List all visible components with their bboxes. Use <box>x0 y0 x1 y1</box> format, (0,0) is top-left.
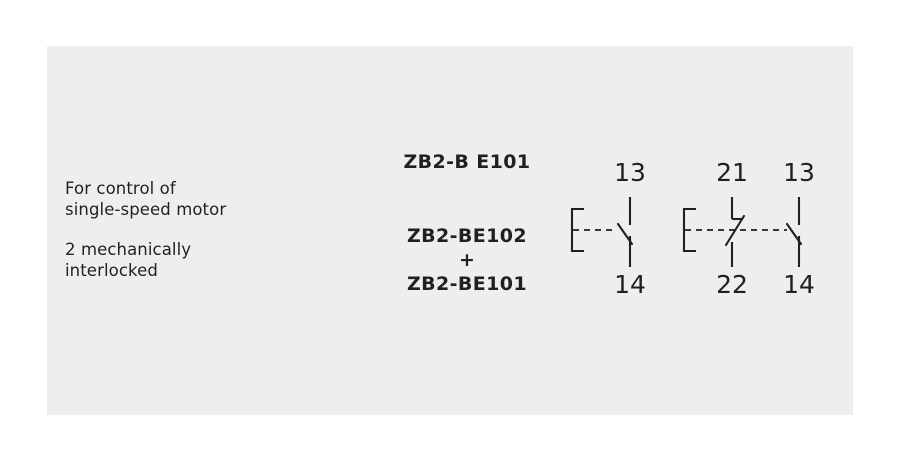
terminal-label-22: 22 <box>716 270 748 299</box>
terminal-label-14: 14 <box>614 270 646 299</box>
terminal-label-13-b: 13 <box>783 158 815 187</box>
reference-plus-sign: + <box>459 249 475 271</box>
reference-block: ZB2-B E101 ZB2-BE102 + ZB2-BE101 <box>372 150 562 297</box>
actuator-bracket-icon <box>570 207 584 253</box>
reference-zb2-be101: ZB2-BE101 <box>406 273 528 295</box>
description-paragraph-control-of: For control of single-speed motor <box>65 179 227 219</box>
terminal-label-14-b: 14 <box>783 270 815 299</box>
reference-zb2-be102: ZB2-BE102 <box>406 225 528 247</box>
schematic-symbols: 13 14 21 22 13 <box>556 150 826 310</box>
terminal-label-13: 13 <box>614 158 646 187</box>
actuator-bracket-icon-2 <box>682 207 696 253</box>
symbol-single-no-contact: 13 14 <box>570 158 646 299</box>
reference-group-2: ZB2-BE102 + ZB2-BE101 <box>372 224 562 297</box>
description-paragraph-interlocked: 2 mechanically interlocked <box>65 240 192 280</box>
no-contact-blade-icon-2 <box>785 222 803 246</box>
description-block: For control of single-speed motor 2 mech… <box>65 178 345 281</box>
no-contact-blade-icon <box>616 222 634 246</box>
reference-group-1: ZB2-B E101 <box>372 150 562 175</box>
reference-zb2-b-e101: ZB2-B E101 <box>403 151 531 173</box>
symbol-nc-no-contact-block: 21 22 13 14 <box>682 158 815 299</box>
terminal-label-21: 21 <box>716 158 748 187</box>
contact-symbols-svg: 13 14 21 22 13 <box>570 158 815 299</box>
nc-contact-blade-icon <box>724 214 746 247</box>
